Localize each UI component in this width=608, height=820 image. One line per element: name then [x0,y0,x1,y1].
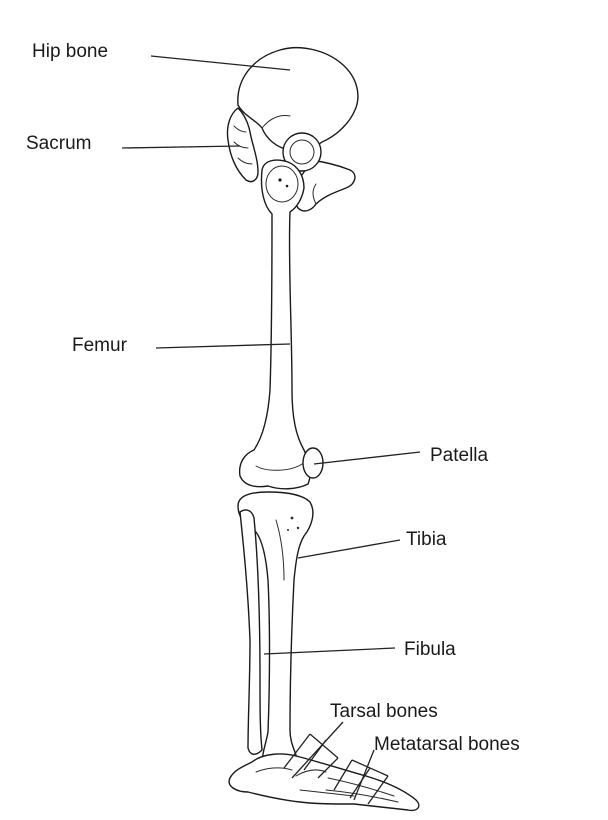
label-fibula: Fibula [404,640,456,659]
label-hip-bone: Hip bone [32,42,108,61]
leader-femur [156,344,290,348]
label-sacrum: Sacrum [26,134,91,153]
label-femur: Femur [72,336,127,355]
leader-sacrum [122,146,240,148]
leader-tibia [298,540,400,558]
foot [229,754,419,810]
label-tarsal-bones: Tarsal bones [330,702,438,721]
leader-patella [314,452,420,464]
label-metatarsal-bones: Metatarsal bones [374,735,520,754]
lower-leg [238,492,313,768]
label-tibia: Tibia [406,530,446,549]
label-patella: Patella [430,446,488,465]
